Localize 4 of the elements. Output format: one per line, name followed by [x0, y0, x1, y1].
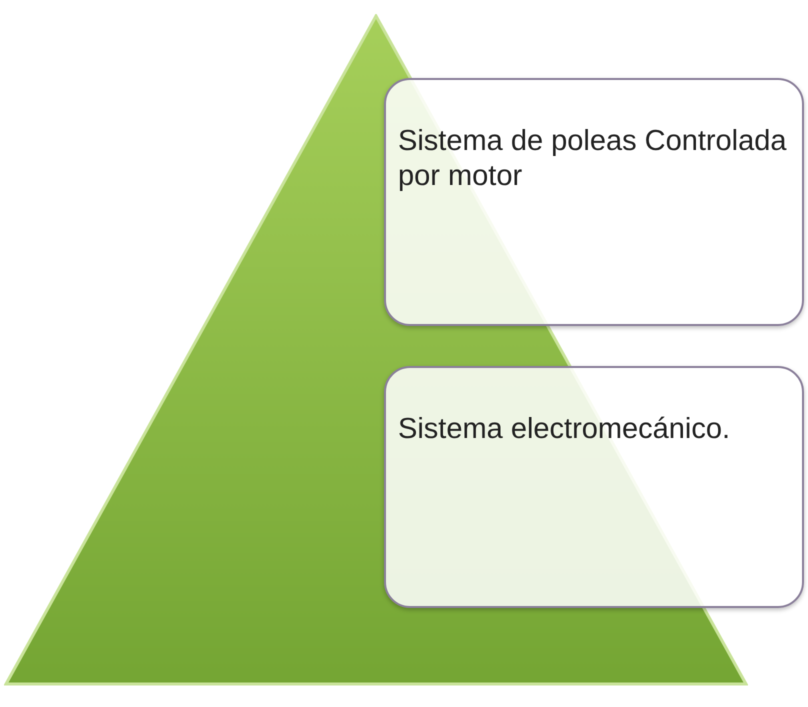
text-box: [384, 366, 804, 608]
box-text: Sistema electromecánico.: [398, 412, 732, 447]
box-text: Sistema de poleas Controlada por motor: [398, 124, 788, 194]
text-box: [384, 78, 804, 326]
